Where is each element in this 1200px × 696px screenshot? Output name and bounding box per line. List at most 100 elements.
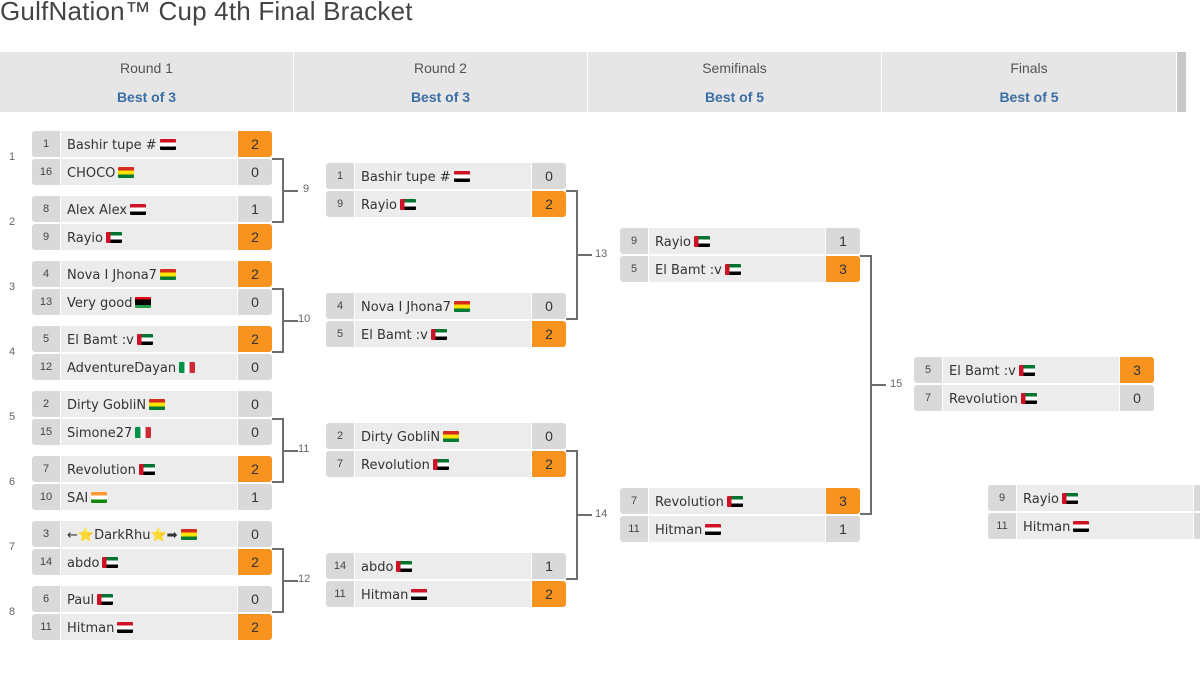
- team-seed: 5: [32, 326, 60, 352]
- team-score: 0: [238, 159, 272, 185]
- flag-icon: [693, 236, 710, 247]
- flag-icon: [1061, 493, 1078, 504]
- bracket-connector-line: [284, 189, 298, 192]
- flag-icon: [136, 334, 153, 345]
- team-name-cell: Alex Alex: [61, 196, 237, 222]
- flag-icon: [726, 496, 743, 507]
- team-seed: 1: [32, 131, 60, 157]
- team-seed: 11: [620, 516, 648, 542]
- round-name: Semifinals: [702, 60, 767, 76]
- team-name-cell: Rayio: [61, 224, 237, 250]
- team-name: SAI: [67, 491, 89, 506]
- flag-icon: [180, 529, 197, 540]
- team-name-cell: AdventureDayan: [61, 354, 237, 380]
- team-name-cell: abdo: [355, 553, 531, 579]
- team-name: Very good: [67, 296, 133, 311]
- team-score: 1: [238, 484, 272, 510]
- flag-icon: [105, 232, 122, 243]
- team-score: 2: [238, 261, 272, 287]
- bracket-connector-line: [578, 254, 592, 256]
- team-name: Rayio: [67, 231, 103, 246]
- flag-icon: [430, 329, 447, 340]
- team-score: 3: [826, 488, 860, 514]
- team-seed: 4: [32, 261, 60, 287]
- horizontal-scrollbar[interactable]: [1176, 52, 1200, 112]
- team-score: 1: [826, 228, 860, 254]
- round-header-semifinals[interactable]: Semifinals Best of 5: [588, 52, 882, 112]
- team-name: AdventureDayan: [67, 361, 177, 376]
- team-seed: 5: [620, 256, 648, 282]
- team-seed: 9: [326, 191, 354, 217]
- team-name: Dirty GobliN: [67, 398, 147, 413]
- match-number: 10: [298, 313, 311, 325]
- team-name: abdo: [67, 556, 100, 571]
- team-name-cell: Rayio: [1017, 485, 1193, 511]
- round-header-1[interactable]: Round 1 Best of 3: [0, 52, 294, 112]
- team-row[interactable]: 3←⭐DarkRhu⭐➡0: [32, 521, 272, 547]
- round-header-2[interactable]: Round 2 Best of 3: [294, 52, 588, 112]
- round-header-finals[interactable]: Finals Best of 5: [882, 52, 1176, 112]
- team-score: 0: [238, 419, 272, 445]
- team-name-cell: Simone27: [61, 419, 237, 445]
- team-seed: 6: [32, 586, 60, 612]
- flag-icon: [453, 301, 470, 312]
- team-name: Hitman: [1023, 520, 1071, 535]
- team-name-cell: Dirty GobliN: [355, 423, 531, 449]
- team-name: El Bamt :v: [361, 328, 428, 343]
- team-seed: 3: [32, 521, 60, 547]
- scrollbar-thumb[interactable]: [1177, 52, 1186, 112]
- team-name-cell: abdo: [61, 549, 237, 575]
- team-score: 0: [238, 289, 272, 315]
- team-score: 2: [238, 549, 272, 575]
- team-seed: 12: [32, 354, 60, 380]
- flag-icon: [91, 492, 108, 503]
